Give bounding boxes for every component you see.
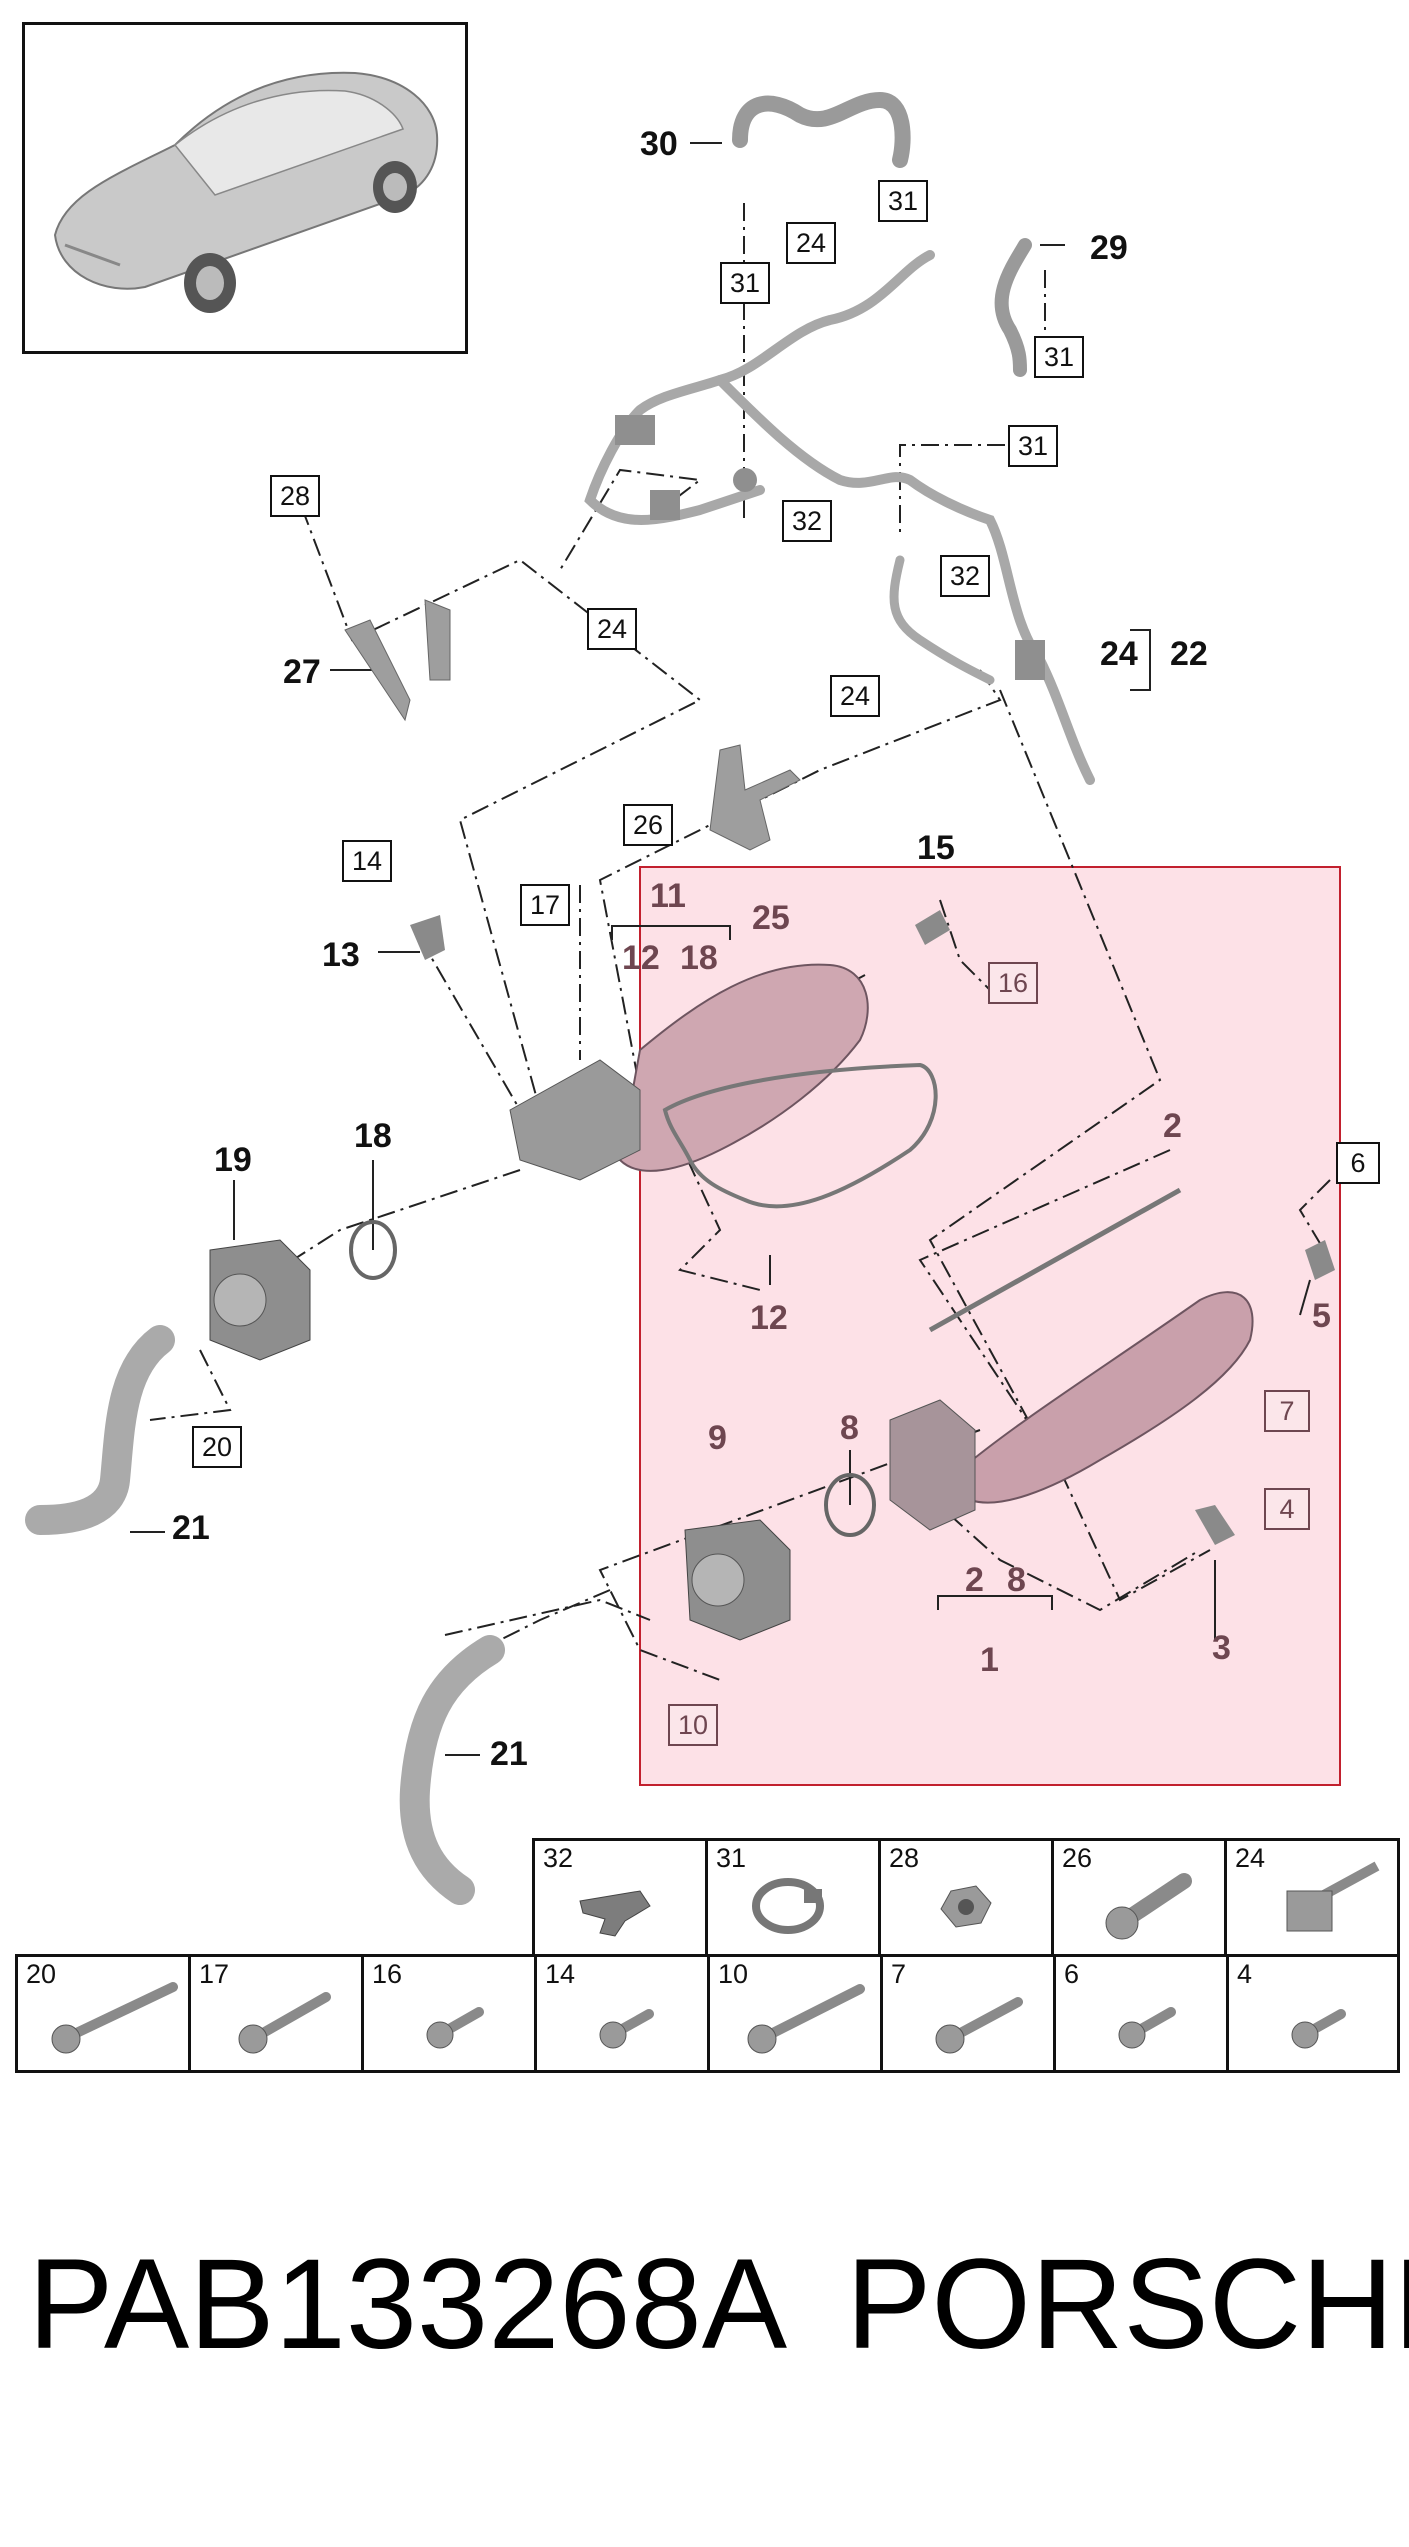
callout-25: 25: [752, 899, 790, 937]
callout-15: 15: [917, 829, 955, 867]
legend-cell-16: 16: [361, 1954, 537, 2073]
legend-cell-28: 28: [878, 1838, 1054, 1957]
boxed-7: 7: [1264, 1390, 1310, 1432]
legend-cell-26: 26: [1051, 1838, 1227, 1957]
legend-label: 16: [372, 1959, 403, 1989]
boxed-24-c: 24: [830, 675, 880, 717]
callout-29: 29: [1090, 229, 1128, 267]
callout-2: 2: [1163, 1107, 1182, 1145]
legend-cell-20: 20: [15, 1954, 191, 2073]
legend-label: 31: [716, 1843, 747, 1873]
bolt-with-clip-icon: [1286, 1861, 1380, 1932]
callout-18-group: 18: [680, 939, 718, 977]
legend-label: 28: [889, 1843, 920, 1873]
legend-label: 32: [543, 1843, 574, 1873]
legend-cell-31: 31: [705, 1838, 881, 1957]
hose-clamp-icon: [752, 1878, 824, 1934]
legend-cell-24: 24: [1224, 1838, 1400, 1957]
callout-24-group: 24: [1100, 635, 1138, 673]
callout-1: 1: [980, 1641, 999, 1679]
boxed-24-b: 24: [587, 608, 637, 650]
boxed-14: 14: [342, 840, 392, 882]
legend-label: 26: [1062, 1843, 1093, 1873]
callout-22: 22: [1170, 635, 1208, 673]
boxed-16: 16: [988, 962, 1038, 1004]
legend-label: 24: [1235, 1843, 1266, 1873]
callout-9: 9: [708, 1419, 727, 1457]
callout-8: 8: [840, 1409, 859, 1447]
callout-18: 18: [354, 1117, 392, 1155]
bolt-icon: [238, 1992, 331, 2054]
legend-label: 14: [545, 1959, 576, 1989]
vehicle-inset: [22, 22, 468, 354]
legend-cell-7: 7: [880, 1954, 1056, 2073]
legend-label: 10: [718, 1959, 749, 1989]
short-bolt-icon: [599, 2009, 654, 2049]
callout-30: 30: [640, 125, 678, 163]
legend-cell-6: 6: [1053, 1954, 1229, 2073]
callout-19: 19: [214, 1141, 252, 1179]
boxed-24-a: 24: [786, 222, 836, 264]
callout-11: 11: [650, 877, 686, 915]
long-bolt-icon: [747, 1984, 865, 2054]
legend-label: 7: [891, 1959, 907, 1989]
boxed-17: 17: [520, 884, 570, 926]
boxed-31-b: 31: [720, 262, 770, 304]
legend-label: 17: [199, 1959, 230, 1989]
callout-21-lower: 21: [490, 1735, 528, 1773]
brand-name: PORSCHE: [846, 2233, 1409, 2376]
short-bolt-icon: [426, 2007, 484, 2049]
boxed-31-c: 31: [1034, 336, 1084, 378]
short-bolt-icon: [1118, 2007, 1176, 2049]
parts-drawing: [25, 91, 1335, 1905]
callout-27: 27: [283, 653, 321, 691]
legend-cell-32: 32: [532, 1838, 708, 1957]
legend-label: 20: [26, 1959, 57, 1989]
callout-2-group: 2: [965, 1561, 984, 1599]
legend-cell-17: 17: [188, 1954, 364, 2073]
boxed-28: 28: [270, 475, 320, 517]
car-illustration: [53, 71, 439, 313]
legend-label: 4: [1237, 1959, 1253, 1989]
callout-21-upper: 21: [172, 1509, 210, 1547]
callout-13: 13: [322, 936, 360, 974]
boxed-32-a: 32: [782, 500, 832, 542]
legend-label: 6: [1064, 1959, 1080, 1989]
boxed-32-b: 32: [940, 555, 990, 597]
callout-12-group: 12: [622, 939, 660, 977]
boxed-4: 4: [1264, 1488, 1310, 1530]
boxed-26: 26: [623, 804, 673, 846]
part-number: PAB133268A: [28, 2233, 788, 2376]
callout-12: 12: [750, 1299, 788, 1337]
boxed-31-d: 31: [1008, 425, 1058, 467]
nut-icon: [940, 1885, 992, 1928]
bolt-icon: [935, 1997, 1023, 2054]
boxed-31-a: 31: [878, 180, 928, 222]
legend-cell-14: 14: [534, 1954, 710, 2073]
long-bolt-icon: [51, 1982, 178, 2054]
boxed-20: 20: [192, 1426, 242, 1468]
boxed-10: 10: [668, 1704, 718, 1746]
boxed-6: 6: [1336, 1142, 1380, 1184]
legend-cell-10: 10: [707, 1954, 883, 2073]
short-bolt-icon: [1291, 2009, 1346, 2049]
legend-cell-4: 4: [1226, 1954, 1400, 2073]
connector-icon: [579, 1890, 651, 1937]
callout-5: 5: [1312, 1297, 1331, 1335]
callout-8-group: 8: [1007, 1561, 1026, 1599]
bolt-icon: [1105, 1873, 1192, 1940]
callout-3: 3: [1212, 1629, 1231, 1667]
